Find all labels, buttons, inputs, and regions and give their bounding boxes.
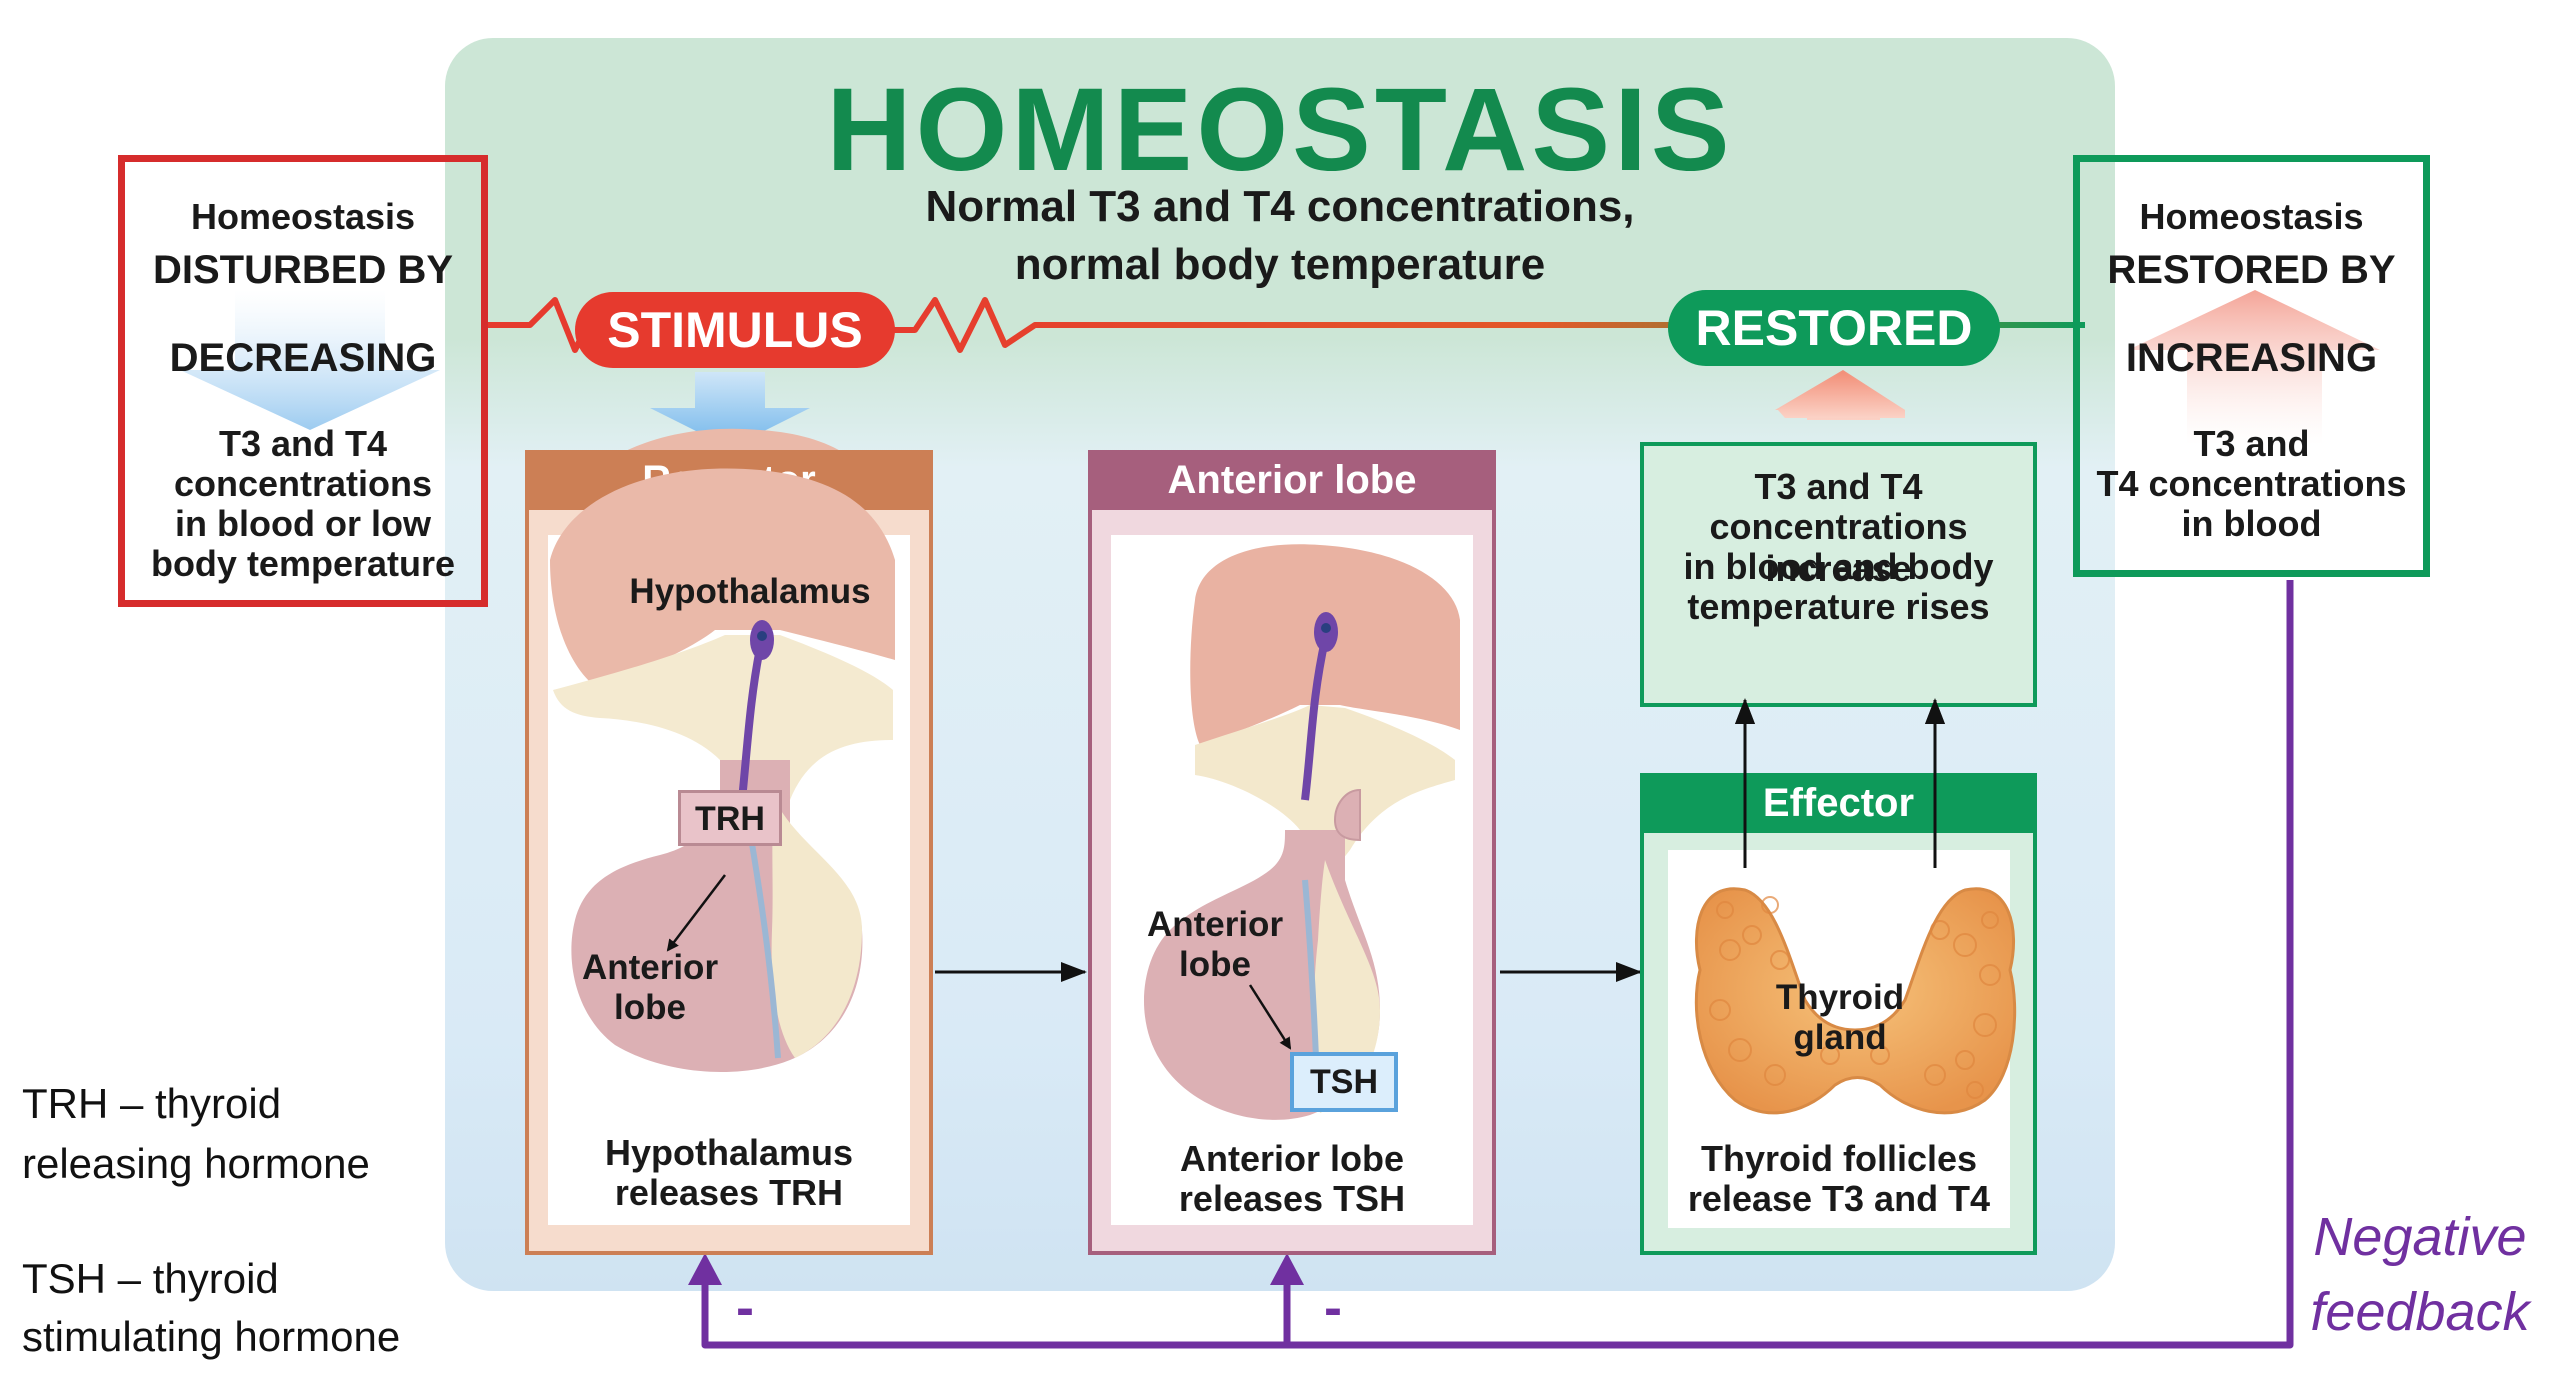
anterior-caption-2: releases TSH: [1178, 1178, 1406, 1219]
disturbed-desc-1: T3 and T4: [218, 423, 388, 464]
anterior-lobe-header: Anterior lobe: [1088, 450, 1496, 510]
negative-feedback-label-1: Negative: [2313, 1207, 2527, 1267]
effector-caption-2: release T3 and T4: [1687, 1178, 1991, 1219]
restored-desc-1: T3 and: [2193, 423, 2310, 464]
restored-desc-3: in blood: [2181, 503, 2322, 544]
trh-tag: TRH: [678, 790, 782, 846]
receptor-lobe-label-1: Anterior: [581, 948, 719, 987]
anterior-caption-1: Anterior lobe: [1179, 1138, 1404, 1179]
response-text-3: in blood and body: [1683, 546, 1994, 587]
homeostasis-disturbed-box: [118, 155, 488, 607]
restored-line-1: Homeostasis: [2139, 196, 2364, 237]
legend-tsh-1: TSH – thyroid: [22, 1255, 279, 1302]
response-text-1: T3 and T4: [1754, 466, 1923, 507]
disturbed-desc-4: body temperature: [150, 543, 456, 584]
anterior-lobe-label-2: lobe: [1179, 945, 1251, 984]
response-text-2: concentrations increase: [1709, 506, 1968, 589]
minus-sign-2: -: [1324, 1278, 1342, 1338]
tsh-tag: TSH: [1290, 1052, 1398, 1112]
anterior-lobe-label-1: Anterior: [1146, 905, 1284, 944]
restored-line-2: RESTORED BY: [2107, 248, 2396, 292]
effector-caption-1: Thyroid follicles: [1700, 1138, 1978, 1179]
response-box: [1640, 442, 2037, 707]
decreasing-arrow: [180, 290, 440, 430]
receptor-lobe-label-2: lobe: [614, 988, 686, 1027]
stimulus-pill: STIMULUS: [575, 292, 895, 368]
subtitle-line-2: normal body temperature: [1014, 240, 1546, 289]
legend-tsh-2: stimulating hormone: [22, 1313, 401, 1360]
stimulus-arrow: [650, 372, 810, 448]
disturbed-line-2: DISTURBED BY: [152, 248, 454, 292]
negative-feedback-label-2: feedback: [2310, 1282, 2530, 1342]
legend-trh-2: releasing hormone: [22, 1140, 370, 1187]
minus-sign-1: -: [736, 1278, 754, 1338]
disturbed-line-1: Homeostasis: [190, 196, 416, 237]
disturbed-keyword: DECREASING: [169, 336, 437, 380]
increasing-arrow: [2128, 290, 2380, 445]
receptor-caption-2: releases TRH: [614, 1172, 844, 1213]
homeostasis-restored-box: [2073, 155, 2430, 577]
disturbed-desc-3: in blood or low: [175, 503, 431, 544]
restored-pill: RESTORED: [1668, 290, 2000, 366]
thyroid-gland-label-1: Thyroid: [1775, 978, 1905, 1017]
negative-feedback-path: [688, 580, 2294, 1349]
receptor-caption-1: Hypothalamus: [604, 1132, 854, 1173]
effector-header: Effector: [1640, 773, 2037, 833]
thyroid-gland-label-2: gland: [1793, 1018, 1887, 1057]
legend-trh-1: TRH – thyroid: [22, 1080, 282, 1127]
diagram-title: HOMEOSTASIS: [826, 64, 1734, 196]
response-text-4: temperature rises: [1687, 586, 1990, 627]
restored-desc-2: T4 concentrations: [2096, 463, 2407, 504]
restored-keyword: INCREASING: [2125, 336, 2378, 380]
hypothalamus-label: Hypothalamus: [629, 572, 871, 611]
disturbed-desc-2: concentrations: [173, 463, 433, 504]
subtitle-line-1: Normal T3 and T4 concentrations,: [925, 182, 1635, 231]
